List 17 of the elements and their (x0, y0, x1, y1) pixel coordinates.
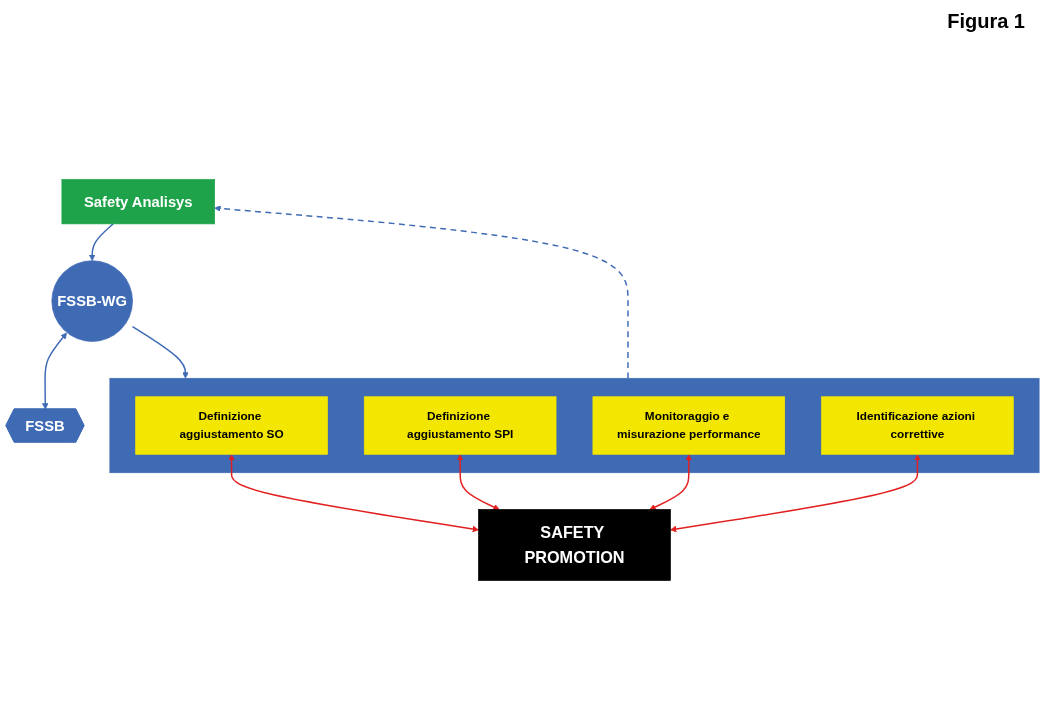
cluster (109, 377, 1040, 474)
figure-label: Figura 1 (947, 10, 1025, 33)
arrow (228, 454, 479, 533)
arrow (88, 223, 114, 262)
node-box: Safety Analisys (61, 179, 215, 225)
arrow (214, 205, 629, 380)
node-box: SAFETY PROMOTION (478, 509, 671, 581)
arrow (456, 454, 500, 511)
node-box: Definizione aggiustamento SO (135, 396, 328, 455)
node-box: Identificazione azioni correttive (821, 396, 1014, 455)
arrow (42, 332, 68, 410)
arrow (131, 325, 189, 379)
node-circle: FSSB-WG (51, 260, 133, 342)
arrow (670, 454, 921, 533)
node-box: Monitoraggio e misurazione performance (592, 396, 786, 455)
arrow (649, 454, 693, 511)
node-box: Definizione aggiustamento SPI (363, 396, 557, 455)
